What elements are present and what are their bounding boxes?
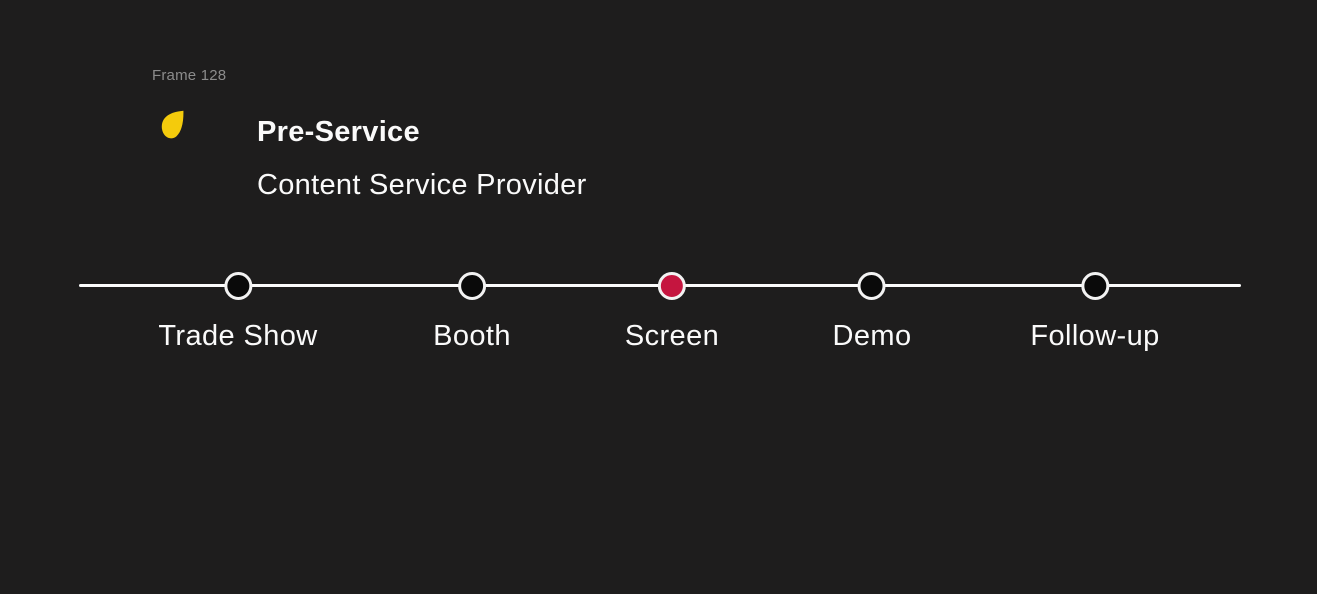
step-dot[interactable] xyxy=(1080,272,1109,300)
step-dot[interactable] xyxy=(858,272,886,300)
step-label: Booth xyxy=(433,320,511,352)
page-subtitle: Content Service Provider xyxy=(257,169,587,201)
frame-label[interactable]: Frame 128 xyxy=(152,67,227,84)
step-dot[interactable] xyxy=(457,272,486,300)
timeline-step-screen[interactable]: Screen xyxy=(625,272,719,353)
step-label: Follow-up xyxy=(1030,320,1160,352)
step-label: Screen xyxy=(624,320,720,352)
timeline-step-booth[interactable]: Booth xyxy=(433,272,511,353)
page-title: Pre-Service xyxy=(257,116,420,148)
step-dot-active[interactable] xyxy=(657,272,686,300)
step-label: Trade Show xyxy=(158,320,318,352)
step-label: Demo xyxy=(832,320,912,352)
timeline-step-trade-show[interactable]: Trade Show xyxy=(158,272,317,353)
step-dot[interactable] xyxy=(224,272,252,300)
petal-icon-shape xyxy=(161,110,184,139)
timeline-step-demo[interactable]: Demo xyxy=(833,272,912,353)
petal-icon xyxy=(161,110,184,140)
timeline-step-follow-up[interactable]: Follow-up xyxy=(1030,272,1159,353)
